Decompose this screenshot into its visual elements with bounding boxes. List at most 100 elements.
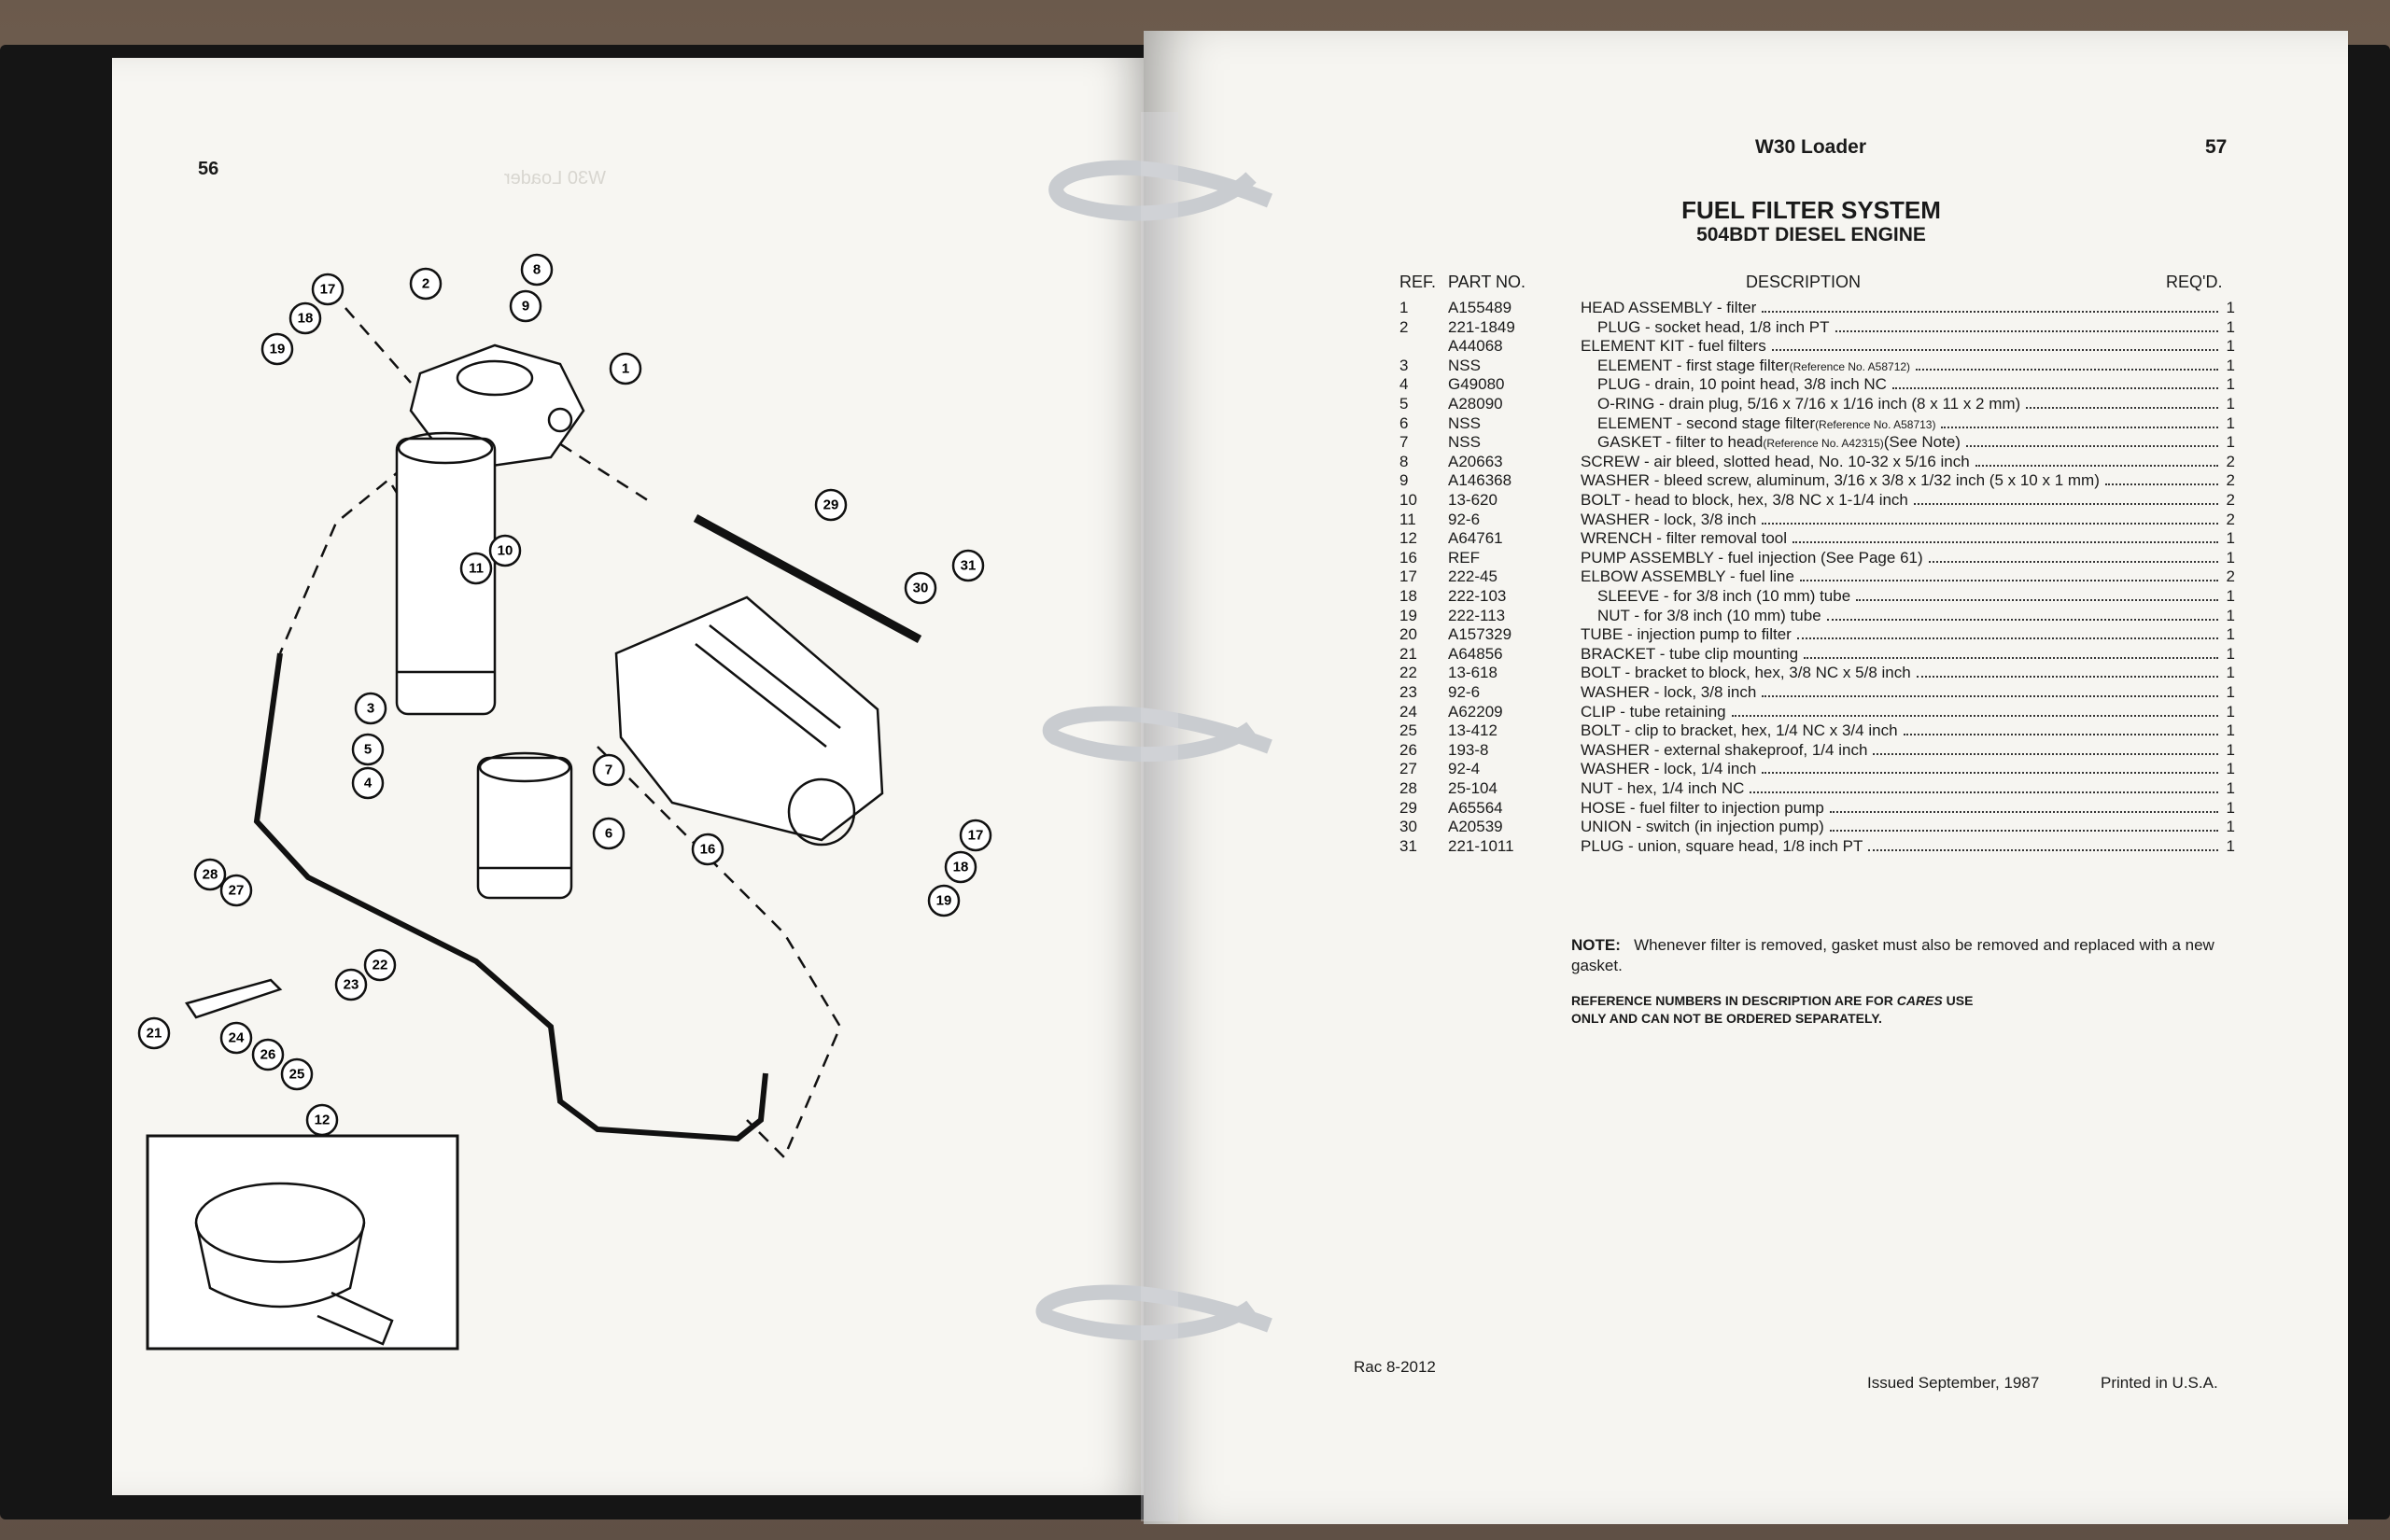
dot-leader bbox=[1856, 599, 2218, 601]
quantity: 1 bbox=[2226, 760, 2235, 778]
callout-label: 1 bbox=[622, 361, 629, 377]
dot-leader bbox=[1965, 445, 2218, 448]
callout-circle bbox=[137, 1016, 171, 1050]
quantity: 2 bbox=[2226, 567, 2235, 586]
description-text: BRACKET - tube clip mounting bbox=[1581, 644, 1799, 663]
callout-circle bbox=[354, 692, 387, 725]
reference-note-use: USE bbox=[1946, 993, 1974, 1008]
dot-leader bbox=[1762, 311, 2218, 313]
injection-pump bbox=[614, 595, 884, 847]
callout-21: 21 bbox=[137, 1016, 171, 1050]
callout-label: 27 bbox=[229, 883, 245, 899]
description: HEAD ASSEMBLY - filter bbox=[1581, 299, 2224, 317]
callout-22: 22 bbox=[363, 948, 397, 982]
ref-number: 8 bbox=[1399, 452, 1409, 470]
quantity: 1 bbox=[2226, 836, 2235, 855]
callout-label: 22 bbox=[373, 958, 388, 973]
description-text: PLUG - drain, 10 point head, 3/8 inch NC bbox=[1597, 375, 1887, 394]
dot-leader bbox=[1829, 830, 2218, 833]
description-text: WASHER - bleed screw, aluminum, 3/16 x 3… bbox=[1581, 471, 2100, 490]
part-number: 221-1011 bbox=[1448, 836, 1514, 855]
ring-middle bbox=[1042, 706, 1272, 763]
description: BRACKET - tube clip mounting bbox=[1581, 645, 2224, 664]
quantity: 1 bbox=[2226, 548, 2235, 567]
ref-number: 25 bbox=[1399, 721, 1417, 740]
quantity: 1 bbox=[2226, 683, 2235, 701]
ref-number: 4 bbox=[1399, 375, 1409, 394]
ref-number: 27 bbox=[1399, 760, 1417, 778]
description: BOLT - clip to bracket, hex, 1/4 NC x 3/… bbox=[1581, 721, 2224, 740]
callout-label: 3 bbox=[367, 701, 374, 717]
description-text: WRENCH - filter removal tool bbox=[1581, 529, 1788, 548]
callout-circle bbox=[219, 1021, 253, 1055]
reference-note-line2: ONLY AND CAN NOT BE ORDERED SEPARATELY. bbox=[1571, 1011, 1882, 1026]
callout-circle bbox=[334, 968, 368, 1001]
quantity: 1 bbox=[2226, 395, 2235, 413]
filter-head bbox=[409, 343, 585, 469]
ref-number: 6 bbox=[1399, 413, 1409, 432]
dot-leader bbox=[1975, 464, 2218, 467]
dot-leader bbox=[1829, 810, 2218, 813]
ref-number: 1 bbox=[1399, 299, 1409, 316]
quantity: 2 bbox=[2226, 510, 2235, 528]
ref-number: 12 bbox=[1399, 529, 1417, 548]
part-number: 13-618 bbox=[1448, 664, 1497, 682]
description-text: BOLT - clip to bracket, hex, 1/4 NC x 3/… bbox=[1581, 721, 1898, 740]
dot-leader bbox=[2104, 483, 2218, 486]
part-number: A20539 bbox=[1448, 818, 1503, 836]
right-page-number: 57 bbox=[2205, 136, 2228, 158]
dot-leader bbox=[1873, 752, 2218, 755]
ref-number: 11 bbox=[1399, 510, 1416, 528]
quantity: 1 bbox=[2226, 356, 2235, 374]
callout-circle bbox=[959, 819, 992, 852]
callout-circle bbox=[814, 488, 848, 522]
quantity: 1 bbox=[2226, 779, 2235, 797]
description: TUBE - injection pump to filter bbox=[1581, 625, 2224, 644]
ref-number: 23 bbox=[1399, 683, 1417, 701]
part-number: A64856 bbox=[1448, 644, 1503, 663]
callout-label: 23 bbox=[344, 977, 359, 993]
hose bbox=[693, 514, 922, 643]
ref-number: 18 bbox=[1399, 587, 1417, 605]
description-text: ELEMENT - first stage filter bbox=[1597, 356, 1790, 374]
dot-leader bbox=[1903, 734, 2218, 736]
quantity: 1 bbox=[2226, 587, 2235, 605]
ring-spine bbox=[1141, 112, 1178, 1521]
note: NOTE: Whenever filter is removed, gasket… bbox=[1571, 935, 2225, 976]
callout-label: 16 bbox=[700, 842, 716, 858]
note-text: Whenever filter is removed, gasket must … bbox=[1571, 936, 2214, 974]
part-number: NSS bbox=[1448, 413, 1481, 432]
reference-number: (Reference No. A58713) bbox=[1815, 417, 1936, 431]
reference-number: (Reference No. A58712) bbox=[1789, 359, 1911, 373]
description: SCREW - air bleed, slotted head, No. 10-… bbox=[1581, 453, 2224, 471]
callout-6: 6 bbox=[592, 817, 626, 850]
callout-label: 12 bbox=[315, 1113, 330, 1128]
ref-number: 24 bbox=[1399, 702, 1417, 721]
ref-number: 20 bbox=[1399, 625, 1417, 644]
ref-number: 26 bbox=[1399, 740, 1417, 759]
part-number: A62209 bbox=[1448, 702, 1503, 721]
description-text: WASHER - external shakeproof, 1/4 inch bbox=[1581, 740, 1868, 759]
dot-leader bbox=[1835, 329, 2218, 332]
callout-label: 31 bbox=[961, 558, 977, 574]
footer-issued: Issued September, 1987 bbox=[1867, 1374, 2040, 1392]
description: CLIP - tube retaining bbox=[1581, 703, 2224, 721]
callout-circle bbox=[609, 352, 642, 385]
callout-label: 29 bbox=[823, 497, 839, 513]
ref-number: 29 bbox=[1399, 798, 1417, 817]
part-number: 13-412 bbox=[1448, 721, 1497, 740]
description-text: GASKET - filter to head bbox=[1597, 433, 1764, 452]
callout-label: 18 bbox=[953, 860, 969, 875]
ref-number: 28 bbox=[1399, 779, 1417, 797]
callout-circle bbox=[927, 884, 961, 917]
dot-leader bbox=[1891, 387, 2218, 390]
ref-number: 5 bbox=[1399, 395, 1409, 413]
